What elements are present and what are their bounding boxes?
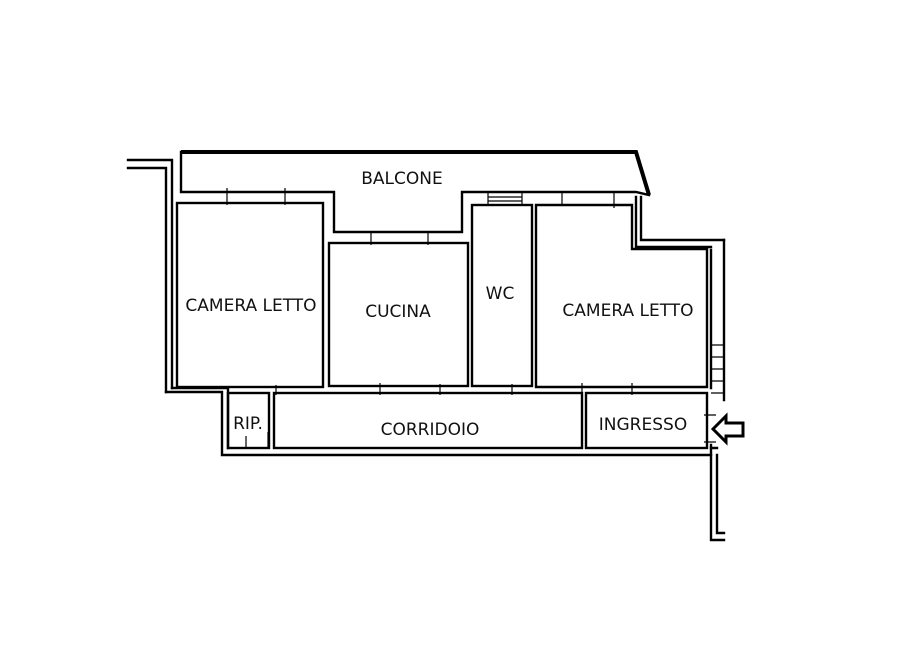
openings [226, 188, 724, 448]
window-ticks-kitchen [370, 232, 429, 245]
room-ripostiglio [226, 391, 271, 450]
arrow-left-outline-icon [710, 412, 745, 446]
label-corridoio: CORRIDOIO [381, 420, 480, 440]
stair-ticks-right [711, 344, 724, 394]
room-ingresso [584, 391, 709, 450]
room-labels: BALCONE CAMERA LETTO CUCINA WC CAMERA LE… [185, 169, 693, 440]
label-ripostiglio: RIP. [233, 414, 263, 434]
room-walls [175, 201, 709, 450]
label-camera-letto-right: CAMERA LETTO [562, 301, 693, 321]
label-ingresso: INGRESSO [599, 415, 687, 435]
room-wc [470, 203, 534, 388]
label-wc: WC [486, 284, 515, 304]
balcony-right-wall [634, 195, 726, 249]
window-ticks-right-bedroom [561, 192, 615, 208]
room-cucina [327, 241, 470, 388]
label-camera-letto-left: CAMERA LETTO [185, 296, 316, 316]
left-stub-wall [126, 158, 174, 394]
room-corridoio [272, 391, 584, 450]
window-ticks-left-bedroom [226, 188, 286, 205]
window-ticks-wc [487, 192, 523, 205]
balcony-railing [181, 150, 651, 196]
room-camera-letto-left [175, 201, 325, 389]
door-ticks-corridor [275, 383, 633, 395]
label-balcone: BALCONE [361, 169, 442, 189]
balcony-left-wall [179, 150, 651, 234]
label-cucina: CUCINA [365, 302, 431, 322]
outer-walls [126, 150, 726, 542]
right-outer-wall [709, 238, 726, 542]
door-ticks-rip [245, 432, 269, 448]
room-camera-letto-right [534, 203, 709, 389]
entrance-door-gap [704, 414, 716, 443]
